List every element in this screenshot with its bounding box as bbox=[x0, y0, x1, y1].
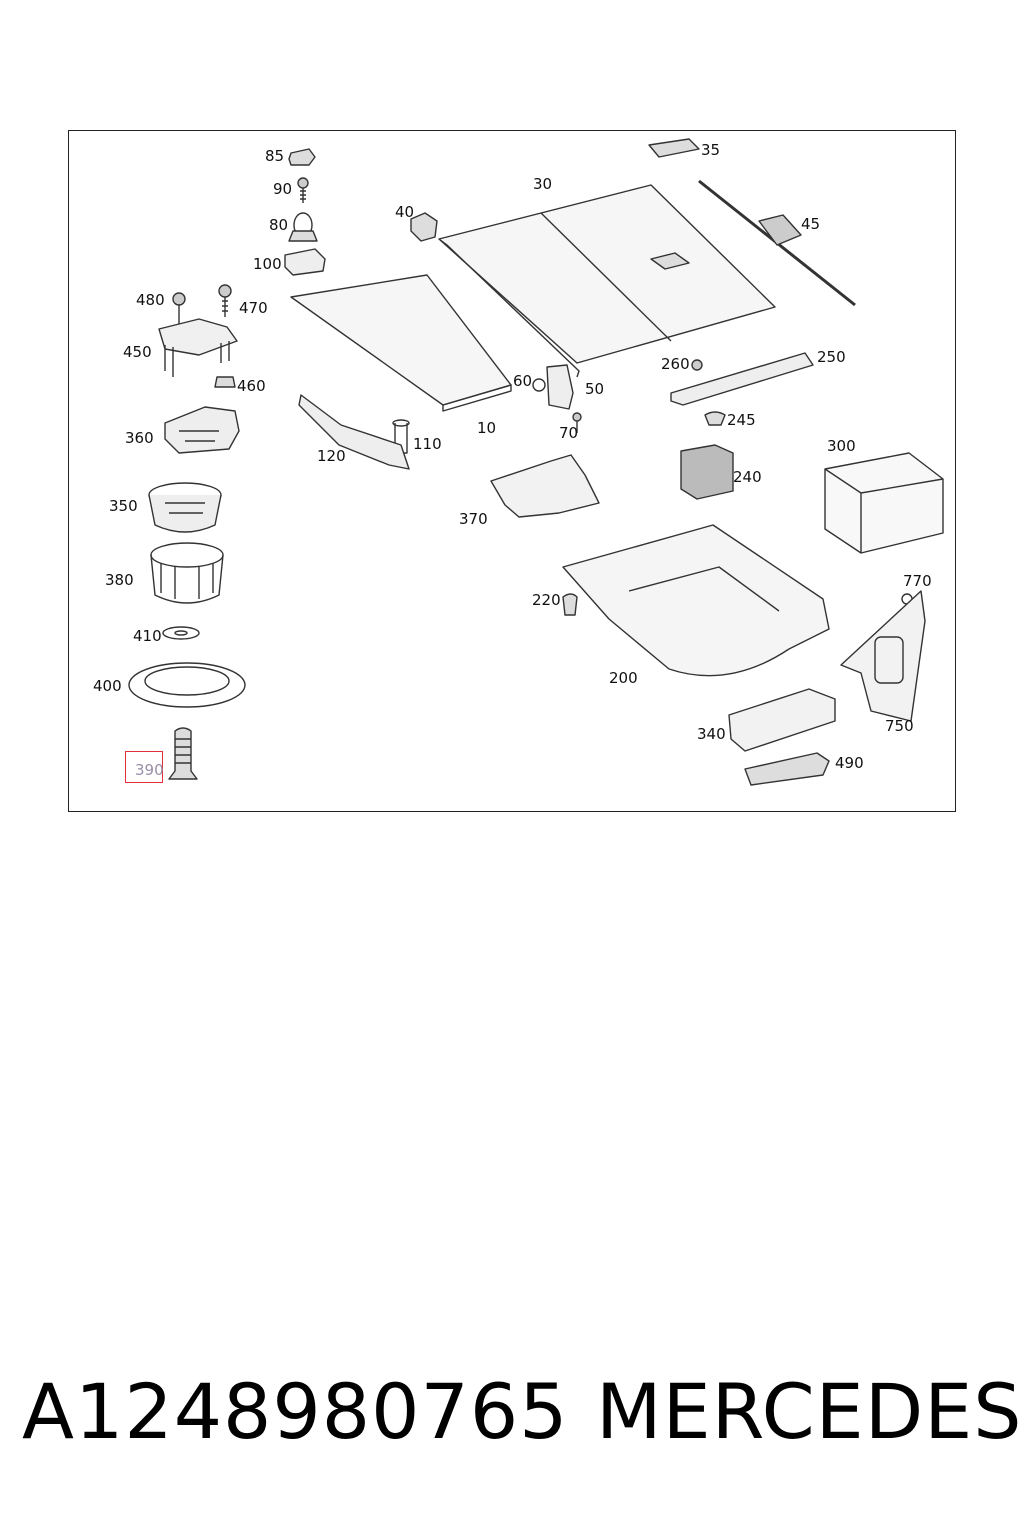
callout-50: 50 bbox=[585, 380, 605, 398]
callout-470: 470 bbox=[239, 299, 268, 317]
callout-360: 360 bbox=[125, 429, 154, 447]
part-number: A1248980765 bbox=[22, 1367, 569, 1456]
callout-70: 70 bbox=[559, 424, 579, 442]
part-400-ring bbox=[128, 662, 246, 708]
part-90-screw bbox=[297, 177, 309, 203]
callout-30: 30 bbox=[533, 175, 553, 193]
callout-460: 460 bbox=[237, 377, 266, 395]
part-490-cover bbox=[744, 752, 830, 786]
part-410-washer bbox=[162, 626, 200, 640]
part-460-nut bbox=[214, 376, 236, 388]
callout-390: 390 bbox=[135, 761, 164, 779]
callout-410: 410 bbox=[133, 627, 162, 645]
part-80-ring bbox=[288, 212, 318, 242]
highlight-box-390 bbox=[125, 751, 163, 783]
part-370-bracket bbox=[490, 454, 600, 518]
callout-45: 45 bbox=[801, 215, 821, 233]
part-85-cap bbox=[288, 148, 316, 166]
part-30-load-floor bbox=[438, 184, 776, 378]
exploded-parts-diagram bbox=[128, 138, 944, 786]
callout-400: 400 bbox=[93, 677, 122, 695]
callout-100: 100 bbox=[253, 255, 282, 273]
part-300-crate bbox=[824, 452, 944, 554]
callout-80: 80 bbox=[269, 216, 289, 234]
brand-name: MERCEDES bbox=[596, 1367, 1023, 1456]
part-45-rail bbox=[698, 179, 856, 307]
callout-770: 770 bbox=[903, 572, 932, 590]
part-470-screw bbox=[218, 284, 232, 317]
part-50-hinge bbox=[546, 364, 574, 410]
footer: A1248980765 MERCEDES bbox=[0, 1374, 1024, 1474]
part-350-tray bbox=[148, 482, 222, 533]
part-40-clip bbox=[410, 212, 438, 242]
callout-350: 350 bbox=[109, 497, 138, 515]
callout-370: 370 bbox=[459, 510, 488, 528]
callout-40: 40 bbox=[395, 203, 415, 221]
callout-220: 220 bbox=[532, 591, 561, 609]
parts-diagram-frame: 85 90 80 100 480 470 450 460 360 350 380… bbox=[68, 130, 956, 812]
callout-250: 250 bbox=[817, 348, 846, 366]
part-240-box bbox=[680, 444, 734, 500]
part-340-insert bbox=[728, 688, 836, 752]
part-260-screw bbox=[691, 359, 703, 371]
part-250-trim bbox=[670, 352, 814, 406]
part-360-housing bbox=[164, 406, 240, 454]
callout-490: 490 bbox=[835, 754, 864, 772]
callout-300: 300 bbox=[827, 437, 856, 455]
callout-90: 90 bbox=[273, 180, 293, 198]
callout-120: 120 bbox=[317, 447, 346, 465]
part-380-bowl bbox=[150, 542, 224, 604]
callout-245: 245 bbox=[727, 411, 756, 429]
callout-85: 85 bbox=[265, 147, 285, 165]
callout-240: 240 bbox=[733, 468, 762, 486]
part-60-bolt bbox=[532, 378, 546, 392]
part-480-screw bbox=[172, 292, 186, 325]
part-70-screw bbox=[572, 412, 582, 433]
callout-10: 10 bbox=[477, 419, 497, 437]
callout-260: 260 bbox=[661, 355, 690, 373]
part-750-panel bbox=[840, 590, 926, 722]
part-10-panel bbox=[290, 274, 512, 412]
callout-35: 35 bbox=[701, 141, 721, 159]
part-450-plate bbox=[158, 318, 238, 377]
callout-340: 340 bbox=[697, 725, 726, 743]
part-35-handle bbox=[648, 138, 700, 158]
part-220-clip bbox=[562, 593, 578, 616]
part-390-bumper bbox=[168, 727, 198, 780]
part-100-bracket bbox=[284, 248, 326, 276]
part-245-clip bbox=[704, 411, 726, 426]
callout-60: 60 bbox=[513, 372, 533, 390]
part-200-tub bbox=[562, 524, 830, 677]
part-120-strip bbox=[298, 394, 410, 470]
callout-450: 450 bbox=[123, 343, 152, 361]
callout-380: 380 bbox=[105, 571, 134, 589]
callout-200: 200 bbox=[609, 669, 638, 687]
callout-110: 110 bbox=[413, 435, 442, 453]
callout-750: 750 bbox=[885, 717, 914, 735]
callout-480: 480 bbox=[136, 291, 165, 309]
